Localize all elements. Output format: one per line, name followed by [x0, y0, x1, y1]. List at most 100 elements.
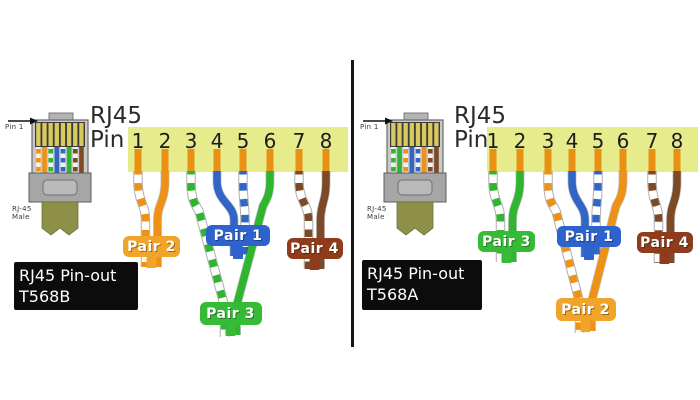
wire-stripes [489, 171, 505, 262]
connector-wire-solid [42, 147, 47, 173]
pin-contact-stub [187, 149, 195, 172]
pin-contact-stub [213, 149, 221, 172]
connector-pin-contact [415, 123, 421, 146]
connector-pin-contact [42, 123, 47, 146]
pin1-arrow-head [385, 117, 393, 125]
connector-wire-stripe-band [73, 149, 78, 154]
pair-tag-pair-1: Pair 1 [206, 225, 270, 246]
caption-line1: RJ45 Pin-out [367, 264, 465, 283]
connector-pin-contact [403, 123, 408, 146]
connector-wire-stripe-band [60, 149, 66, 154]
pair-tag-pair-3: Pair 3 [199, 302, 262, 325]
pin-number-1: 1 [486, 129, 500, 153]
cable [41, 201, 79, 236]
pair-tag-post [233, 246, 243, 259]
pin1-arrow-head [30, 117, 38, 125]
pin-word: Pin [454, 127, 489, 153]
connector-wire-stripe-band [428, 167, 433, 172]
connector-wire-stripe-band [415, 149, 421, 154]
pin-number-8: 8 [670, 129, 684, 153]
connector-wire-stripe-band [391, 158, 396, 163]
pin-contact-stub [594, 149, 602, 172]
pin1-callout-label: Pin 1 [360, 123, 379, 131]
pair-tag-pair-4: Pair 4 [636, 232, 693, 253]
pin-number-2: 2 [158, 129, 172, 153]
connector-wire-stripe-band [391, 149, 396, 154]
connector-wire-solid [397, 147, 402, 173]
rj45-connector-illustration [363, 112, 447, 236]
connector-wire-solid [66, 147, 72, 173]
connector-type-line1: RJ-45 [12, 205, 32, 213]
connector-latch [397, 179, 433, 196]
connector-wire-stripe-band [36, 158, 41, 163]
pin-number-5: 5 [591, 129, 605, 153]
connector-wire-stripe-band [428, 149, 433, 154]
pin-number-2: 2 [513, 129, 527, 153]
connector-wire-solid [421, 147, 427, 173]
wire-stripes [295, 171, 313, 269]
caption-line2: T568B [19, 287, 71, 306]
wire-stripes [544, 171, 584, 333]
connector-pin-contact [421, 123, 427, 146]
wire-solid [508, 171, 524, 262]
rj45-connector-illustration [8, 112, 92, 236]
pin-contact-stub [568, 149, 576, 172]
caption-t568a: RJ45 Pin-out T568A [362, 260, 482, 310]
wire-stripes [592, 171, 602, 257]
rj45-title: RJ45 [454, 103, 507, 129]
connector-pin-contact [397, 123, 402, 146]
pair-tag-pair-1: Pair 1 [557, 226, 621, 247]
connector-wire-stripe-band [36, 167, 41, 172]
connector-pin-contact [66, 123, 72, 146]
connector-type-line2: Male [12, 213, 30, 221]
caption-t568b: RJ45 Pin-out T568B [14, 262, 138, 310]
rj45-title: RJ45 [90, 103, 143, 129]
connector-wire-stripe-band [60, 158, 66, 163]
connector-pin-contact [36, 123, 41, 146]
pair-tag-pair-2: Pair 2 [555, 298, 616, 321]
connector-wire-stripe-band [428, 158, 433, 163]
pin-contact-stub [619, 149, 627, 172]
pin-contact-stub [266, 149, 274, 172]
pin-contact-stub [322, 149, 330, 172]
connector-latch [42, 179, 78, 196]
pin-contact-stub [161, 149, 169, 172]
wire-solid [666, 171, 681, 263]
pin-contact-stub [134, 149, 142, 172]
wire-solid [232, 171, 274, 335]
panel-header: RJ45 Pin [90, 104, 142, 152]
pin-contact-stub [673, 149, 681, 172]
connector-wire-stripe-band [391, 167, 396, 172]
connector-pin-contact [391, 123, 396, 146]
pair-tag-post [659, 253, 670, 264]
panel-divider [351, 60, 354, 347]
wire-solid [153, 171, 169, 267]
wire-stripes [134, 171, 150, 267]
connector-wire-stripe-band [403, 158, 408, 163]
connector-pin-contact [79, 123, 84, 146]
panel-header: RJ45 Pin [454, 104, 506, 152]
pair-tag-pair-3: Pair 3 [478, 231, 535, 252]
pin-number-7: 7 [292, 129, 306, 153]
connector-wire-stripe-band [73, 158, 78, 163]
pair-tag-post [146, 257, 157, 268]
connector-pin-contact [428, 123, 433, 146]
pair-tag-post [225, 325, 236, 336]
connector-wire-solid [434, 147, 439, 173]
pin1-callout-label: Pin 1 [5, 123, 24, 131]
pair-tag-post [309, 259, 320, 270]
connector-pin-contact [434, 123, 439, 146]
pair-tag-post [580, 321, 591, 332]
pair-tag-post [501, 252, 512, 263]
connector-wire-stripe-band [73, 167, 78, 172]
connector-wire-stripe-band [415, 158, 421, 163]
connector-wire-solid [79, 147, 84, 173]
pin-number-5: 5 [236, 129, 250, 153]
pin-contact-stub [544, 149, 552, 172]
connector-pin-contact [60, 123, 66, 146]
wire-stripes [187, 171, 229, 337]
connector-pin-contact [73, 123, 78, 146]
connector-wire-solid [54, 147, 60, 173]
